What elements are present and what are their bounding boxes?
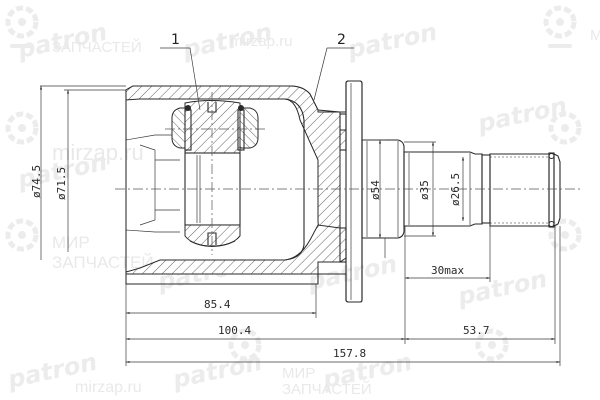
dim-dia-spline: ø26.5: [449, 173, 462, 206]
map-pin-icon: [5, 218, 39, 252]
leader-line-2: [313, 47, 328, 101]
watermark-layer: patron patron patron patron patron patro…: [4, 5, 600, 398]
dim-to-flange: 100.4: [218, 324, 251, 337]
watermark-brand: patron: [454, 265, 549, 311]
dim-dia-shoulder: ø54: [369, 180, 382, 200]
map-pin-icon: [548, 218, 582, 252]
shaft-spline: [489, 153, 550, 227]
tripod-spider: [184, 100, 241, 154]
circlip-left: [185, 105, 191, 111]
watermark-brand: patron: [344, 18, 439, 64]
circlip-groove: [548, 152, 555, 228]
map-pin-icon: [5, 5, 39, 48]
watermark-site: mirzap.ru: [75, 379, 142, 396]
housing-cavity: [140, 98, 305, 261]
dim-dia-inner: ø71.5: [55, 167, 68, 200]
shaft-body: [403, 151, 483, 227]
map-pin-icon: [475, 328, 509, 362]
watermark-ru: МИР: [52, 233, 90, 252]
dim-total-length: 157.8: [333, 347, 366, 360]
map-pin-icon: [548, 111, 582, 145]
watermark-ru: ЗАПЧАСТЕЙ: [52, 38, 142, 56]
circlip-right: [238, 105, 244, 111]
map-pin-icon: [5, 111, 39, 145]
dim-housing-length: 85.4: [204, 298, 231, 311]
part-label-1: 1: [171, 32, 180, 48]
leader-line-1: [189, 47, 201, 111]
cv-joint-body: [115, 80, 580, 303]
tripod-assembly: [171, 100, 259, 248]
map-pin-icon: [543, 5, 577, 48]
watermark-ru: МИР: [282, 365, 315, 382]
watermark-brand: patron: [474, 92, 569, 138]
watermark-brand: patron: [169, 348, 264, 394]
watermark-ru: ЗАПЧАСТЕЙ: [282, 380, 372, 398]
shoulder: [339, 113, 347, 151]
watermark-site: mirzap.ru: [52, 140, 144, 165]
shoulder-lower: [339, 227, 347, 263]
circlip-top: [548, 153, 555, 159]
trunnion-lower-arc: [189, 240, 236, 248]
part-label-2: 2: [337, 32, 346, 48]
watermark-ru: ЗАПЧАСТЕЙ: [52, 253, 154, 272]
dim-spline-length: 30max: [431, 264, 464, 277]
dimensions: ø74.5 ø71.5 ø54 ø35 ø26.5 30max 85.4: [30, 85, 561, 366]
shaft-collar: [361, 139, 405, 239]
dim-dia-shaft: ø35: [418, 180, 431, 200]
shaft-end: [553, 153, 561, 227]
housing-opening: [125, 100, 180, 284]
dim-dia-outer: ø74.5: [30, 165, 43, 198]
dim-shaft-length: 53.7: [463, 324, 490, 337]
map-pin-icon: [228, 328, 262, 362]
part-leaders: 1 2: [160, 32, 354, 111]
watermark-ru: МИР: [590, 27, 600, 44]
watermark-site: mirzap.ru: [230, 33, 293, 50]
